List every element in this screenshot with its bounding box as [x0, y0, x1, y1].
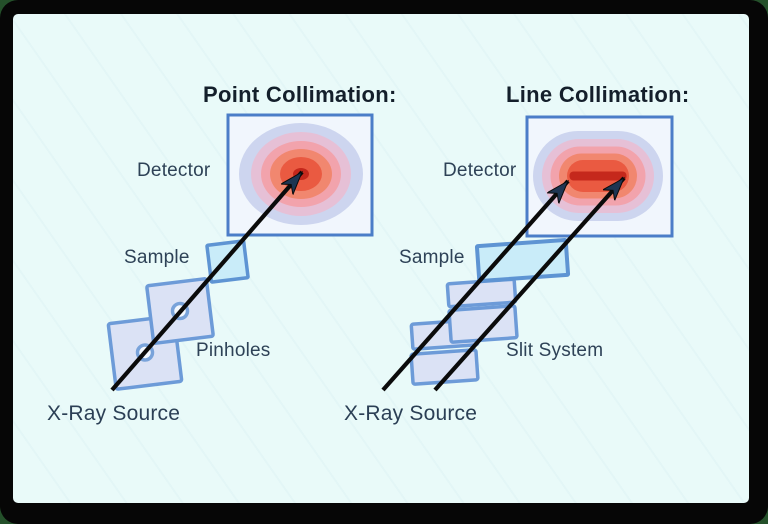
label-slit-system: Slit System — [506, 340, 604, 361]
panel-title-line-collimation: Line Collimation: — [506, 82, 690, 107]
panel-title-point-collimation: Point Collimation: — [203, 82, 397, 107]
label-pinholes: Pinholes — [196, 340, 271, 361]
label-xray-source-point: X-Ray Source — [47, 402, 181, 425]
label-detector-point: Detector — [137, 160, 211, 181]
label-xray-source-line: X-Ray Source — [344, 402, 478, 425]
label-sample-line: Sample — [399, 247, 465, 268]
label-sample-point: Sample — [124, 247, 190, 268]
label-detector-line: Detector — [443, 160, 517, 181]
